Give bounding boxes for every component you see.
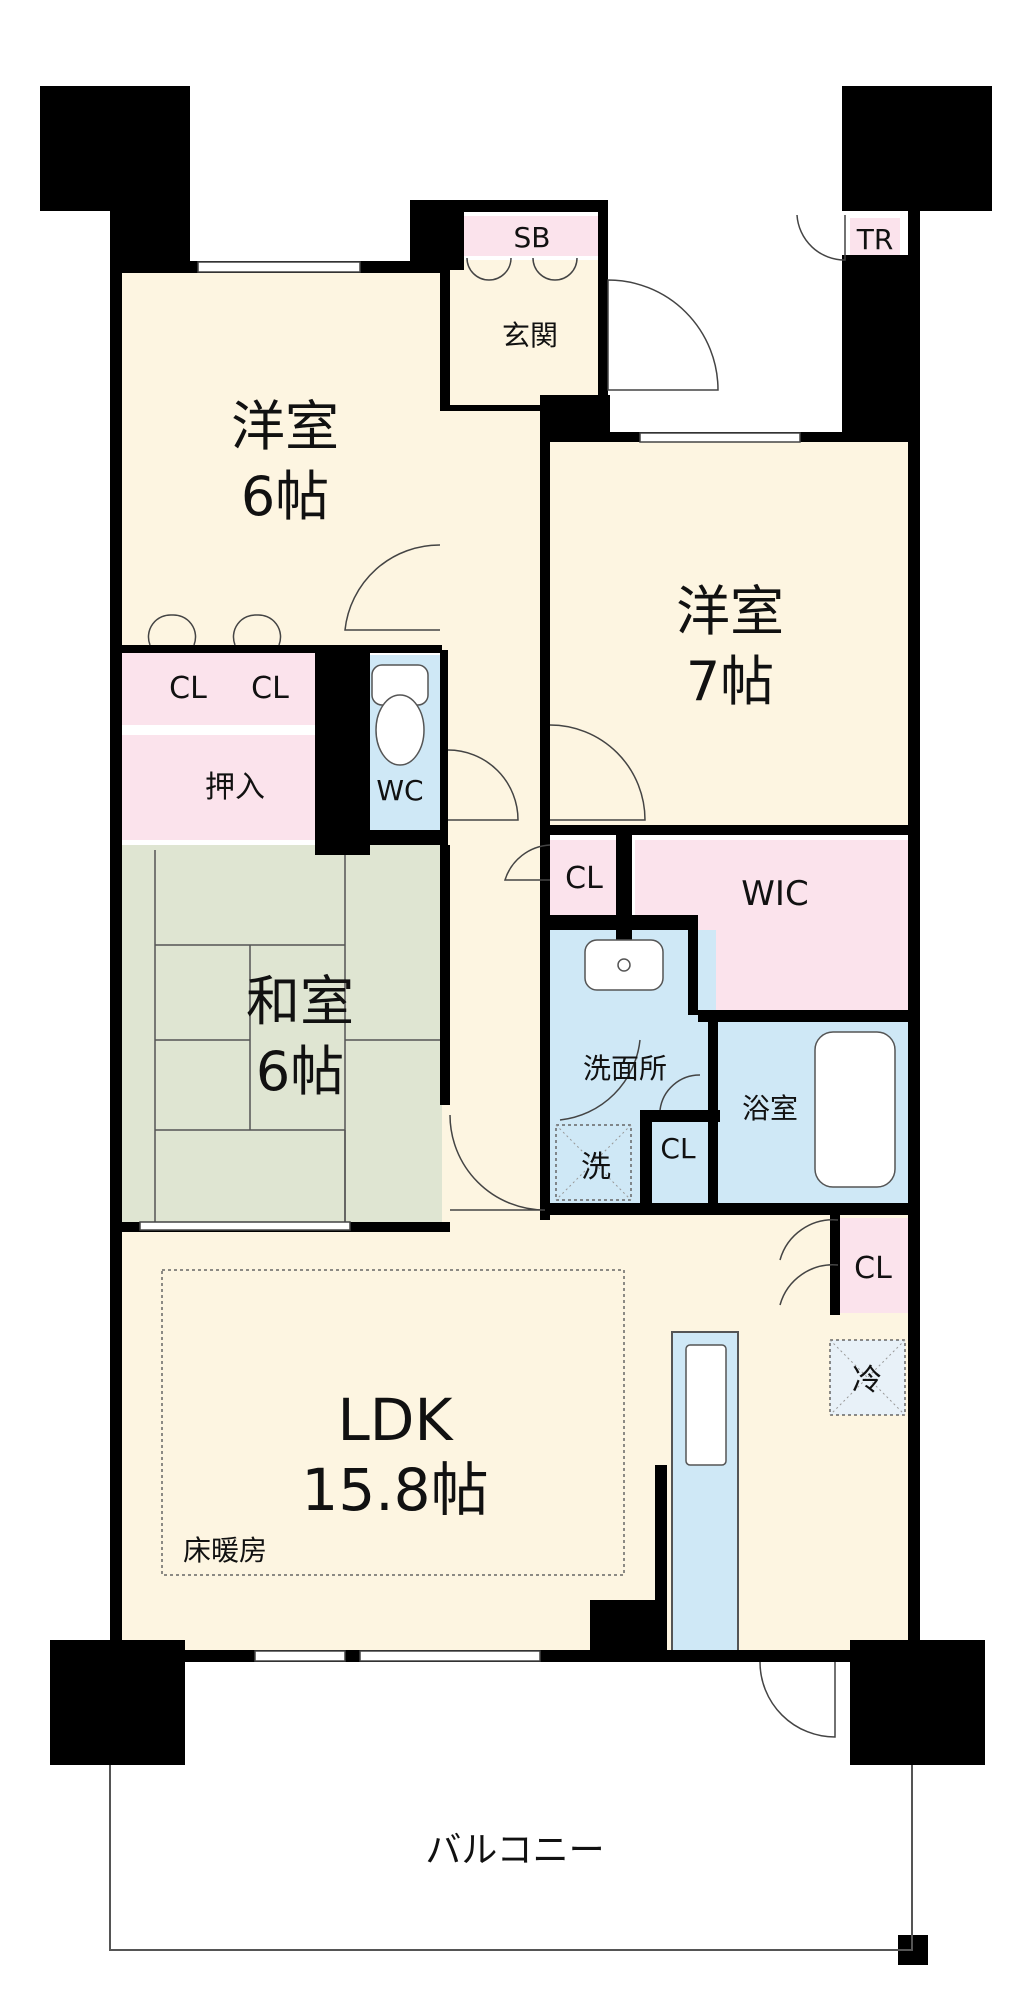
wc-label: WC	[376, 774, 423, 807]
japanese-door	[449, 1114, 546, 1211]
washroom-label: 洗面所	[583, 1052, 667, 1085]
room1-name: 洋室	[231, 395, 339, 458]
balcony-railing	[109, 1765, 913, 1951]
closet-label-2: CL	[251, 671, 289, 706]
floor-heating-label: 床暖房	[183, 1534, 267, 1567]
fixtures	[371, 664, 896, 1466]
tatami-lines	[154, 850, 440, 1225]
room1-door	[344, 544, 441, 631]
ldk-closet-label: CL	[854, 1251, 892, 1286]
ldk-closet-door-2	[779, 1264, 839, 1306]
windows	[139, 261, 801, 1662]
storage-floor	[120, 735, 350, 840]
bathroom-label: 浴室	[742, 1092, 798, 1125]
fridge-label: 冷	[852, 1363, 882, 1398]
ldk-closet-floor	[838, 1218, 908, 1313]
balcony-label: バルコニー	[425, 1830, 604, 1871]
laundry-space	[555, 1124, 632, 1201]
hall-closet-label: CL	[565, 861, 603, 896]
closet-floor	[120, 650, 320, 725]
room1-closet-doors	[147, 614, 282, 646]
ldk-floor	[120, 1230, 908, 1650]
toilet-bowl-icon	[375, 694, 425, 766]
wc-door	[447, 749, 519, 821]
japanese-room-floor	[120, 845, 442, 1230]
ldk-name: LDK	[337, 1386, 454, 1454]
balcony-door	[759, 1661, 836, 1738]
japanese-size: 6帖	[256, 1040, 344, 1103]
closet-label-1: CL	[169, 671, 207, 706]
floor-heating-area	[161, 1269, 625, 1576]
japanese-name: 和室	[246, 970, 354, 1033]
trunk-room-label: TR	[856, 223, 894, 256]
ldk-closet-door	[779, 1219, 839, 1261]
wic-label: WIC	[741, 874, 808, 914]
western-room-1-floor	[120, 273, 442, 648]
shoe-box-label: SB	[514, 221, 551, 254]
wash-closet-label: CL	[660, 1132, 696, 1165]
laundry-label: 洗	[581, 1150, 611, 1185]
hallway-floor	[442, 400, 542, 1230]
entrance-floor	[442, 260, 602, 400]
doors	[147, 214, 846, 1738]
labels: 洋室 6帖 洋室 7帖 和室 6帖 LDK 15.8帖 床暖房 玄関 SB TR…	[169, 221, 893, 1871]
wash-closet-door	[659, 1074, 701, 1111]
room2-door	[549, 724, 646, 821]
room2-name: 洋室	[676, 580, 784, 643]
floors	[110, 216, 918, 1950]
western-room-2-floor	[548, 440, 908, 825]
room1-size: 6帖	[241, 465, 329, 528]
entrance-label: 玄関	[502, 319, 558, 352]
stove-icon	[685, 1344, 727, 1466]
hall-closet-door	[503, 844, 551, 881]
room2-size: 7帖	[686, 650, 774, 713]
hall-closet-floor	[550, 840, 616, 915]
trunk-room-floor	[850, 218, 900, 260]
tr-door	[796, 214, 846, 261]
shoe-box-doors	[466, 257, 578, 281]
storage-label: 押入	[205, 770, 265, 805]
balcony-floor	[110, 1665, 918, 1950]
shoe-box-floor	[464, 216, 598, 256]
entrance-door	[607, 279, 719, 391]
fridge-space	[829, 1339, 906, 1416]
walls	[40, 86, 992, 1965]
bathtub-icon	[814, 1031, 896, 1188]
washroom-door	[559, 1039, 641, 1121]
ldk-size: 15.8帖	[301, 1456, 488, 1524]
